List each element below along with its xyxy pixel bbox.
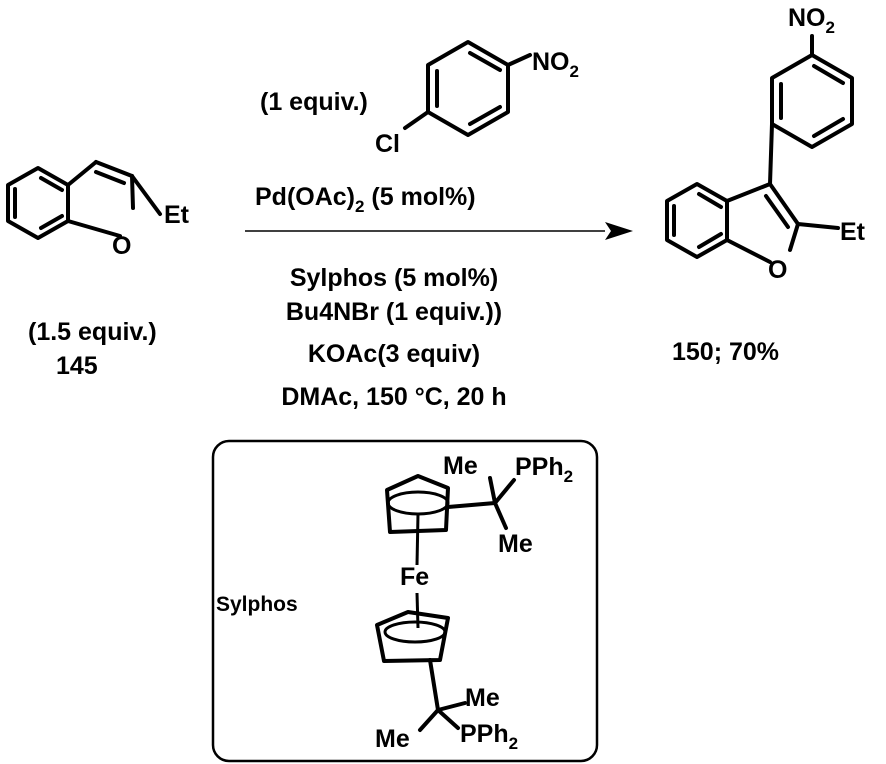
ligand-box	[211, 439, 599, 763]
condition-base: KOAc(3 equiv)	[308, 340, 480, 368]
ligand-top-phosphine-label: PPh2	[515, 453, 573, 486]
condition-additive: Bu4NBr (1 equiv.))	[286, 298, 502, 326]
starting-material-id: 145	[56, 352, 98, 380]
ligand-top-lower-methyl-label: Me	[498, 530, 533, 558]
reagent-nitro-label: NO2	[532, 48, 579, 81]
ligand-iron-label: Fe	[400, 563, 429, 591]
reagent-amount: (1 equiv.)	[260, 88, 368, 116]
reaction-arrow	[245, 222, 633, 240]
product-oxygen-label: O	[768, 256, 787, 284]
condition-ligand: Sylphos (5 mol%)	[290, 264, 498, 292]
product-nitro-label: NO2	[788, 4, 835, 37]
starting-material-structure: O Et	[6, 160, 190, 260]
product-structure: NO2 Et O	[665, 4, 866, 284]
ligand-bottom-methyl-label: Me	[465, 684, 500, 712]
ligand-bottom-phosphine-label: PPh2	[460, 720, 518, 753]
product-label: 150; 70%	[672, 338, 779, 366]
ligand-structure: Fe Me PPh2 Me Me PPh2 Me	[375, 452, 573, 753]
condition-solvent-temp-time: DMAc, 150 °C, 20 h	[281, 383, 506, 411]
catalyst-label: Pd(OAc)2 (5 mol%)	[255, 183, 476, 216]
starting-material-ethyl-label: Et	[164, 201, 190, 229]
starting-material-oxygen-label: O	[112, 232, 131, 260]
starting-material-amount: (1.5 equiv.)	[28, 318, 157, 346]
ligand-bottom-left-methyl-label: Me	[375, 725, 410, 753]
ligand-name: Sylphos	[216, 593, 298, 616]
reagent-chloro-label: Cl	[375, 130, 400, 158]
reagent-structure: NO2 Cl	[375, 40, 579, 158]
ligand-top-methyl-label: Me	[443, 452, 478, 480]
product-ethyl-label: Et	[840, 218, 866, 246]
